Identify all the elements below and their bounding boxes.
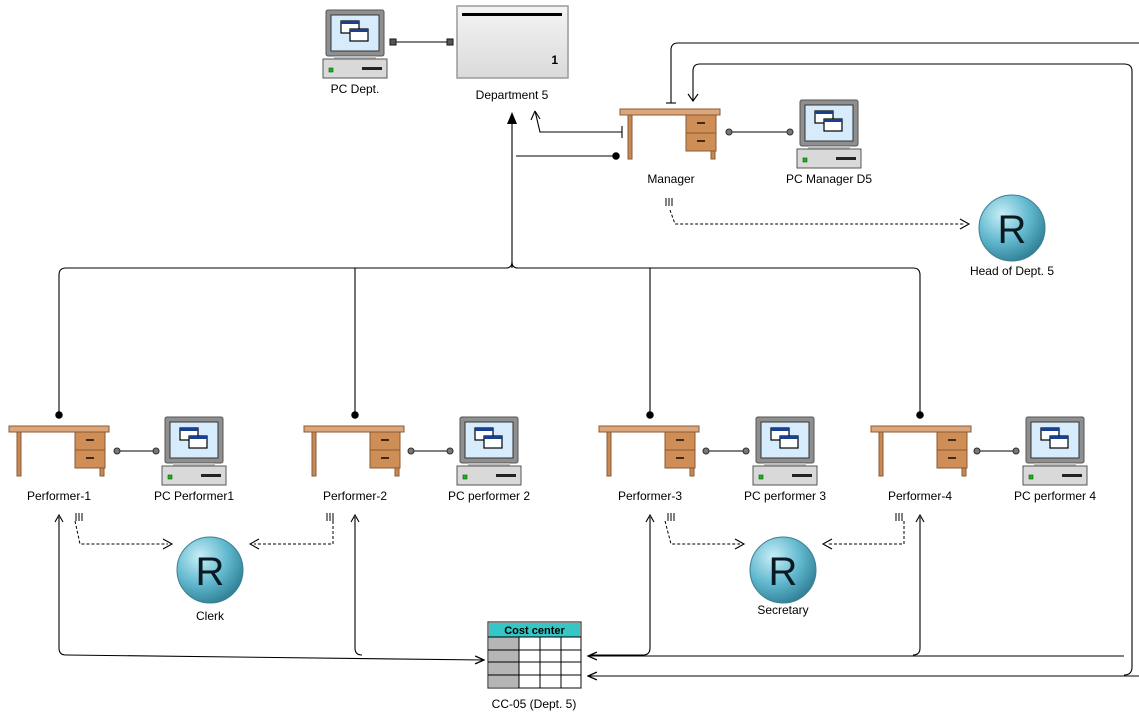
performer3-desk-icon[interactable] xyxy=(598,425,700,477)
performer2-desk-icon[interactable] xyxy=(303,425,405,477)
manager-desk-icon[interactable] xyxy=(619,108,721,160)
performer1-label: Performer-1 xyxy=(26,489,92,503)
department-box[interactable]: 1 xyxy=(456,5,569,79)
pc-performer4-label: PC performer 4 xyxy=(1013,489,1097,503)
performer3-label: Performer-3 xyxy=(617,489,683,503)
pc-performer3-label: PC performer 3 xyxy=(743,489,827,503)
pc-performer2-label: PC performer 2 xyxy=(447,489,531,503)
role-links xyxy=(74,209,965,545)
svg-text:R: R xyxy=(998,208,1027,252)
svg-text:R: R xyxy=(769,550,798,594)
head-role-label: Head of Dept. 5 xyxy=(969,264,1055,278)
performer1-desk-icon[interactable] xyxy=(8,425,110,477)
svg-text:R: R xyxy=(196,550,225,594)
cost-center-label: CC-05 (Dept. 5) xyxy=(491,697,577,711)
performer2-label: Performer-2 xyxy=(322,489,388,503)
performer4-desk-icon[interactable] xyxy=(870,425,972,477)
pc-performer1-icon[interactable] xyxy=(161,416,227,486)
role-clerk-icon[interactable]: R xyxy=(176,536,244,604)
pc-dept-icon[interactable] xyxy=(322,9,388,79)
role-secretary-icon[interactable]: R xyxy=(749,536,817,604)
department-label: Department 5 xyxy=(475,88,549,102)
pc-performer4-icon[interactable] xyxy=(1022,416,1088,486)
cost-center-header: Cost center xyxy=(504,625,565,637)
pc-performer2-icon[interactable] xyxy=(456,416,522,486)
pc-manager-icon[interactable] xyxy=(796,99,862,169)
pc-manager-label: PC Manager D5 xyxy=(785,172,873,186)
department-number: 1 xyxy=(551,53,558,67)
pc-dept-label: PC Dept. xyxy=(330,82,380,96)
trunk-arrowhead xyxy=(507,112,517,124)
bus-line xyxy=(58,261,921,415)
clerk-label: Clerk xyxy=(195,609,225,623)
connections xyxy=(54,38,1139,707)
pc-performer1-label: PC Performer1 xyxy=(153,489,235,503)
role-head-icon[interactable]: R xyxy=(978,194,1046,262)
performer4-label: Performer-4 xyxy=(887,489,953,503)
manager-label: Manager xyxy=(647,172,695,186)
cost-center-icon[interactable]: Cost center xyxy=(487,621,582,689)
secretary-label: Secretary xyxy=(757,603,809,617)
pc-performer3-icon[interactable] xyxy=(752,416,818,486)
